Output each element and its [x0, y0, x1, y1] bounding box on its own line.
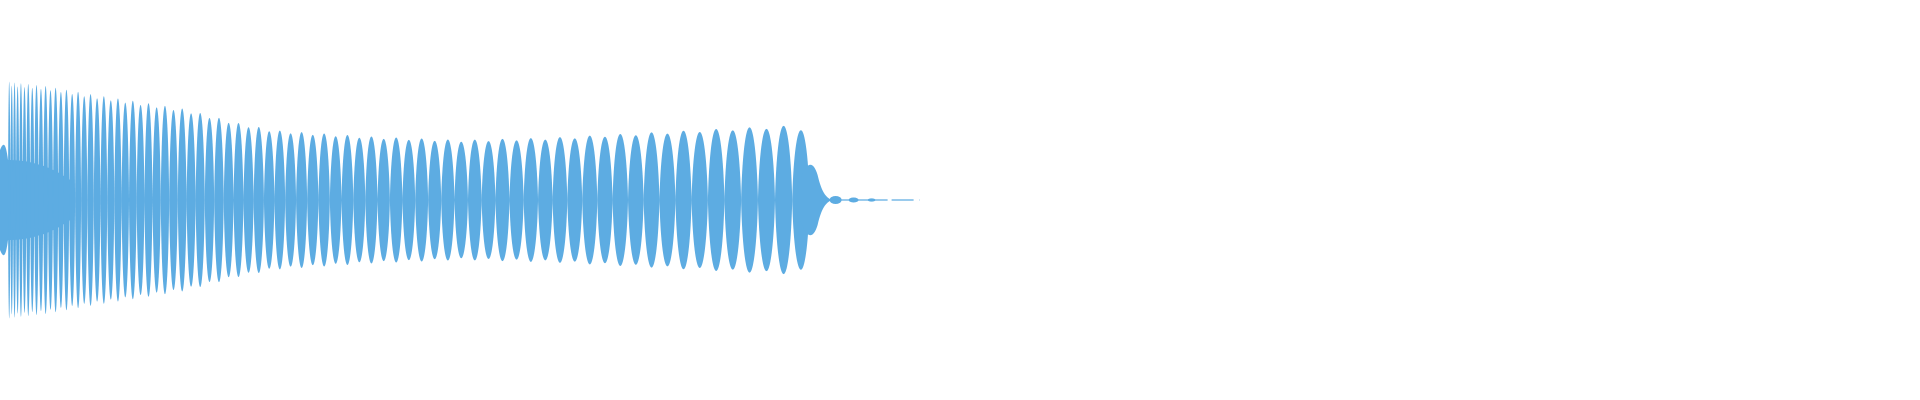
- waveform-lobe: [58, 92, 64, 308]
- waveform-lobe: [582, 135, 598, 265]
- waveform-lobe: [26, 84, 31, 316]
- waveform-lobe: [659, 133, 676, 267]
- waveform-lobe: [177, 108, 187, 292]
- waveform-lobe: [628, 135, 644, 265]
- waveform-lobe: [523, 138, 539, 262]
- waveform-lobe: [612, 134, 629, 266]
- waveform-lobe: [53, 87, 59, 313]
- waveform-lobe: [538, 139, 553, 261]
- waveform-lobe: [48, 90, 54, 310]
- waveform-lobe: [307, 134, 319, 266]
- waveform-lobe: [318, 133, 330, 267]
- waveform-lobe: [757, 128, 775, 272]
- waveform-lobe: [8, 81, 11, 319]
- waveform-lobe: [81, 96, 88, 304]
- waveform-lobe: [675, 130, 692, 270]
- waveform-lobe: [13, 82, 17, 318]
- waveform-lobe: [43, 85, 49, 315]
- waveform-lobe: [341, 135, 354, 265]
- waveform-lobe: [223, 122, 234, 278]
- waveform-lobe: [741, 127, 758, 273]
- waveform-lobe: [707, 129, 725, 271]
- waveform-lobe: [19, 83, 23, 317]
- waveform-lobe: [10, 85, 14, 315]
- waveform-lobe: [63, 89, 70, 311]
- waveform-lobe: [724, 130, 742, 270]
- waveform-lobe: [243, 127, 254, 273]
- waveform-lobe: [509, 140, 524, 260]
- waveform-lobe: [233, 123, 244, 277]
- waveform-lobes: [0, 81, 876, 319]
- waveform-lobe: [114, 98, 122, 302]
- waveform-lobe: [121, 102, 130, 298]
- waveform-lobe: [93, 98, 101, 302]
- waveform-lobe: [38, 88, 44, 312]
- waveform-lobe: [428, 140, 442, 260]
- waveform-lobe: [415, 138, 429, 262]
- waveform-lobe: [691, 131, 708, 269]
- waveform-lobe: [454, 141, 468, 259]
- waveform-lobe: [296, 132, 308, 268]
- waveform-lobe: [34, 84, 39, 316]
- waveform-lobe: [186, 113, 196, 287]
- waveform-lobe: [329, 136, 342, 264]
- waveform-decay-lobe: [795, 164, 832, 236]
- waveform-lobe: [100, 96, 108, 304]
- waveform-lobe: [169, 109, 178, 291]
- waveform-lobe: [107, 100, 115, 300]
- waveform-tail-blip: [848, 197, 859, 203]
- waveform-lobe: [204, 117, 215, 283]
- waveform-lobe: [552, 137, 568, 263]
- waveform-lobe: [263, 131, 275, 269]
- waveform-lobe: [160, 105, 170, 295]
- waveform-lobe: [195, 113, 205, 287]
- waveform-lobe: [75, 91, 82, 309]
- waveform-lobe: [285, 133, 297, 267]
- waveform-lobe: [643, 132, 660, 268]
- waveform-lobe: [253, 127, 264, 273]
- waveform-lobe: [152, 107, 161, 293]
- waveform-lobe: [774, 125, 793, 275]
- waveform-lobe: [402, 139, 416, 261]
- waveform-lobe: [377, 138, 390, 262]
- waveform-lobe: [365, 136, 378, 264]
- waveform-lobe: [597, 136, 613, 264]
- waveform-lobe: [69, 94, 76, 306]
- waveform-lobe: [389, 137, 403, 263]
- waveform-lobe: [353, 137, 366, 263]
- waveform-lobe: [16, 86, 20, 314]
- waveform-lobe: [481, 141, 496, 259]
- waveform-lobe: [214, 117, 224, 283]
- waveform-lobe: [441, 139, 455, 261]
- waveform-lobe: [274, 130, 286, 270]
- waveform-lobe: [30, 87, 35, 313]
- waveform-lobe: [567, 138, 583, 262]
- waveform-lobe: [129, 100, 137, 300]
- waveform-lobe: [467, 139, 482, 261]
- waveform-lobe: [495, 138, 510, 262]
- waveform-lobe: [136, 104, 145, 296]
- waveform-lobe: [144, 103, 153, 297]
- waveform-lobe: [87, 94, 94, 306]
- waveform-lobe: [22, 87, 27, 313]
